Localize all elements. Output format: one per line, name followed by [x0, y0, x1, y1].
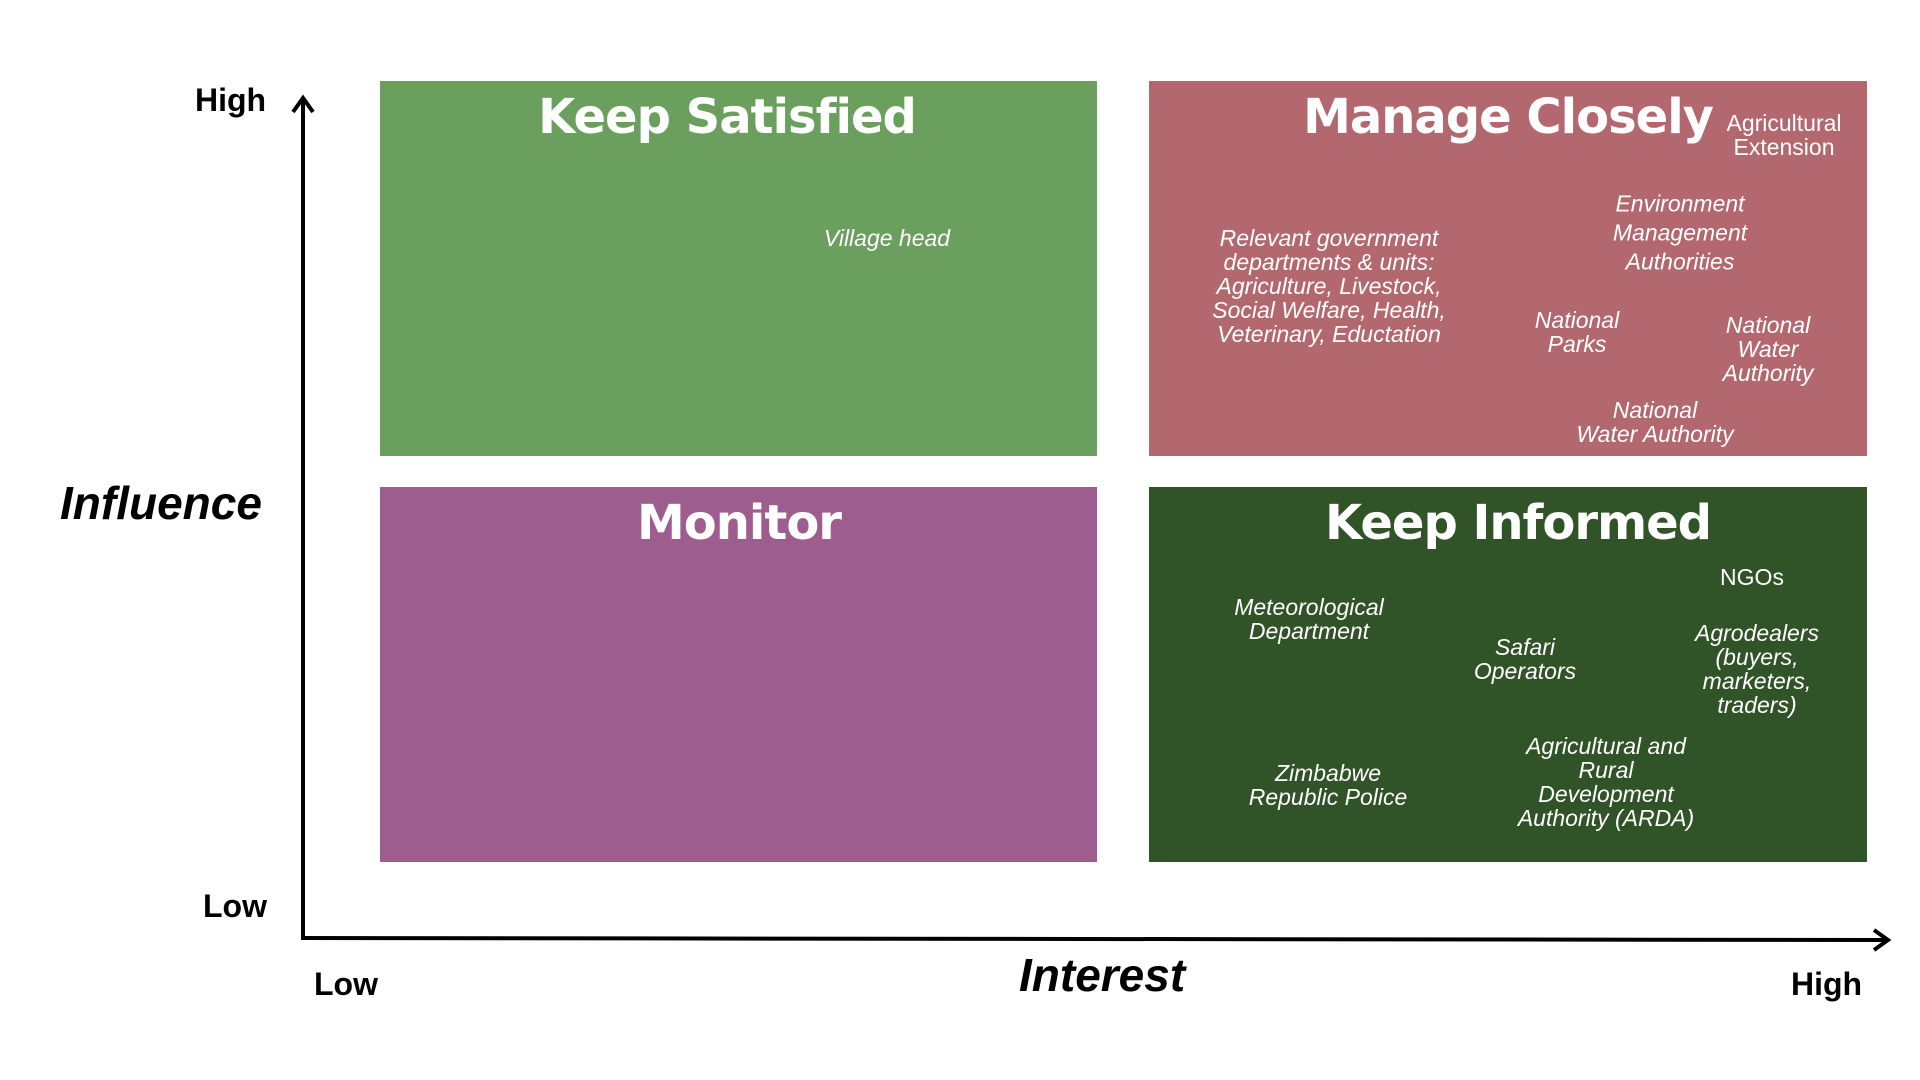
stakeholder-agrodealers: Agrodealers (buyers, marketers, traders) [1694, 620, 1820, 718]
x-axis-title: Interest [1019, 949, 1186, 1001]
stakeholder-environment-management: Environment Management Authorities [1612, 190, 1748, 275]
stakeholder-village-head: Village head [823, 225, 951, 251]
stakeholder-national-parks: National Parks [1534, 307, 1620, 357]
y-axis-low-label: Low [203, 888, 267, 924]
stakeholder-national-water-authority: National Water Authority [1722, 312, 1814, 386]
quadrant-title-keep-satisfied: Keep Satisfied [538, 89, 917, 145]
stakeholder-government-departments: Relevant government departments & units:… [1212, 225, 1446, 347]
stakeholder-arda: Agricultural and Rural Development Autho… [1517, 733, 1695, 831]
stakeholder-agricultural-extension: Agricultural Extension [1726, 110, 1842, 160]
quadrant-keep-satisfied [380, 81, 1097, 456]
x-axis-high-label: High [1791, 966, 1863, 1002]
quadrant-keep-informed [1149, 487, 1867, 862]
y-axis-high-label: High [195, 82, 267, 118]
y-axis-title: Influence [60, 477, 262, 529]
stakeholder-safari-operators: Safari Operators [1473, 634, 1577, 684]
quadrant-monitor [380, 487, 1097, 862]
stakeholder-meteorological-department: Meteorological Department [1234, 594, 1384, 644]
quadrant-title-monitor: Monitor [637, 495, 842, 551]
x-axis-line [300, 936, 1887, 942]
stakeholder-zimbabwe-republic-police: Zimbabwe Republic Police [1248, 760, 1408, 810]
quadrant-manage-closely [1149, 81, 1867, 456]
stakeholder-ngos: NGOs [1720, 564, 1784, 590]
quadrant-title-manage-closely: Manage Closely [1303, 89, 1714, 145]
y-axis-arrow-icon [291, 94, 315, 114]
x-axis-low-label: Low [314, 966, 378, 1002]
quadrant-title-keep-informed: Keep Informed [1324, 495, 1712, 551]
x-axis-arrow-icon [1872, 928, 1892, 952]
stakeholder-national-water-authority-2: National Water Authority [1576, 397, 1734, 447]
